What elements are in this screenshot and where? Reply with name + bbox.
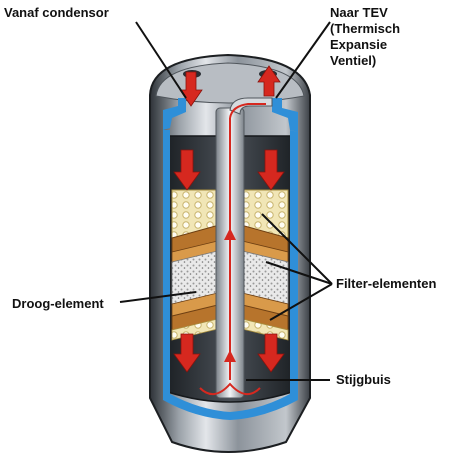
tube-flow-lines	[199, 103, 266, 395]
fluid-top-channel-right	[272, 98, 298, 132]
leader-filter-1	[261, 213, 333, 285]
fluid-wall-left	[163, 130, 230, 420]
leader-filter-2	[265, 261, 333, 285]
label-pickup-tube: Stijgbuis	[336, 372, 391, 387]
arrow-down-icon	[173, 333, 201, 373]
arrow-down-icon	[257, 149, 285, 191]
label-filter-elements: Filter-elementen	[336, 276, 437, 291]
label-inlet: Vanaf condensor	[4, 5, 109, 20]
label-outlet: Naar TEV (Thermisch Expansie Ventiel)	[330, 5, 401, 68]
pickup-tube-outlet-bend	[229, 97, 273, 115]
leader-lines	[119, 21, 333, 381]
arrow-up-icon	[224, 228, 236, 240]
arrow-down-icon	[173, 149, 201, 191]
leader-outlet	[275, 21, 331, 99]
outlet-arrow-icon	[257, 65, 281, 97]
fluid-wall-right	[230, 130, 298, 420]
label-desiccant: Droog-element	[12, 296, 104, 311]
leader-desiccant	[119, 291, 197, 303]
arrow-down-icon	[257, 333, 285, 373]
leader-inlet	[135, 21, 187, 99]
fluid-top-channel	[163, 98, 186, 130]
tube-up-arrows	[224, 228, 236, 362]
leader-filter-3	[269, 283, 333, 321]
arrow-up-icon	[224, 350, 236, 362]
